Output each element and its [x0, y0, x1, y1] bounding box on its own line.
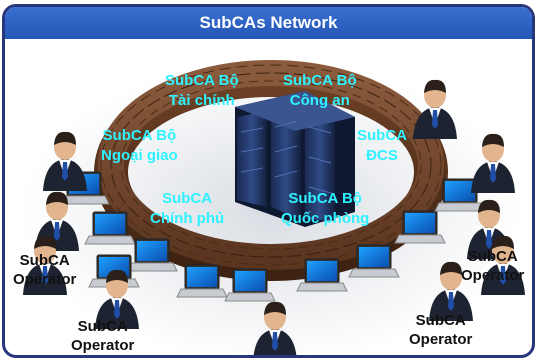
network-illustration	[21, 60, 525, 355]
subca-chinh-phu-line1: SubCA	[162, 190, 213, 207]
operator-bottom-right-line1: SubCA	[415, 312, 466, 329]
operator-left-line2: Operator	[13, 271, 77, 288]
subca-ngoai-giao-line2: Ngoại giao	[101, 147, 178, 164]
diagram-frame: SubCAs Network	[2, 4, 535, 358]
operator-right-line2: Operator	[461, 267, 525, 284]
laptop-icon	[224, 268, 276, 302]
operator-person-icon	[23, 235, 67, 295]
firewall-wall-icon	[94, 60, 448, 281]
subca-quoc-phong-label: SubCA Bộ Quốc phòng	[281, 189, 369, 229]
operator-left-label: SubCA Operator	[13, 251, 76, 289]
operator-bottom-left-line2: Operator	[71, 337, 135, 354]
operator-person-icon	[471, 133, 515, 193]
subca-dcs-label: SubCA ĐCS	[357, 126, 407, 166]
subca-cong-an-line1: SubCA Bộ	[283, 72, 357, 89]
operator-person-icon	[43, 131, 87, 191]
subca-dcs-line1: SubCA	[357, 127, 407, 144]
subca-ngoai-giao-label: SubCA Bộ Ngoại giao	[101, 126, 178, 166]
operator-left-line1: SubCA	[19, 252, 70, 269]
subca-tai-chinh-label: SubCA Bộ Tài chính	[165, 71, 239, 111]
server-rack-icon	[235, 91, 355, 227]
operator-bottom-right-label: SubCA Operator	[409, 311, 472, 349]
operator-right-label: SubCA Operator	[461, 247, 524, 285]
laptop-icon	[394, 210, 446, 244]
operator-person-icon	[413, 79, 457, 139]
subca-ngoai-giao-line1: SubCA Bộ	[102, 127, 177, 144]
subca-dcs-line2: ĐCS	[366, 147, 398, 164]
laptop-icon	[296, 258, 348, 292]
laptop-icon	[348, 244, 400, 278]
diagram-title: SubCAs Network	[199, 13, 338, 32]
subca-chinh-phu-label: SubCA Chính phủ	[150, 189, 224, 229]
laptop-icon	[126, 238, 178, 272]
operator-person-icon	[253, 301, 297, 355]
subca-quoc-phong-line2: Quốc phòng	[281, 210, 370, 227]
operator-person-icon	[95, 269, 139, 329]
operator-person-icon	[429, 261, 473, 321]
subca-tai-chinh-line1: SubCA Bộ	[165, 72, 239, 89]
operator-bottom-left-line1: SubCA	[77, 318, 128, 335]
operator-right-line1: SubCA	[467, 248, 518, 265]
laptop-icon	[176, 264, 228, 298]
subca-tai-chinh-line2: Tài chính	[168, 92, 235, 109]
subca-cong-an-label: SubCA Bộ Công an	[283, 71, 357, 111]
laptop-icon	[84, 211, 136, 245]
title-bar: SubCAs Network	[5, 7, 532, 39]
operator-person-icon	[481, 235, 525, 295]
laptop-icon	[434, 178, 486, 212]
subca-cong-an-line2: Công an	[289, 92, 350, 109]
subca-chinh-phu-line2: Chính phủ	[150, 210, 225, 227]
operator-bottom-right-line2: Operator	[409, 331, 473, 348]
operator-bottom-left-label: SubCA Operator	[71, 317, 134, 355]
subca-quoc-phong-line1: SubCA Bộ	[288, 190, 362, 207]
